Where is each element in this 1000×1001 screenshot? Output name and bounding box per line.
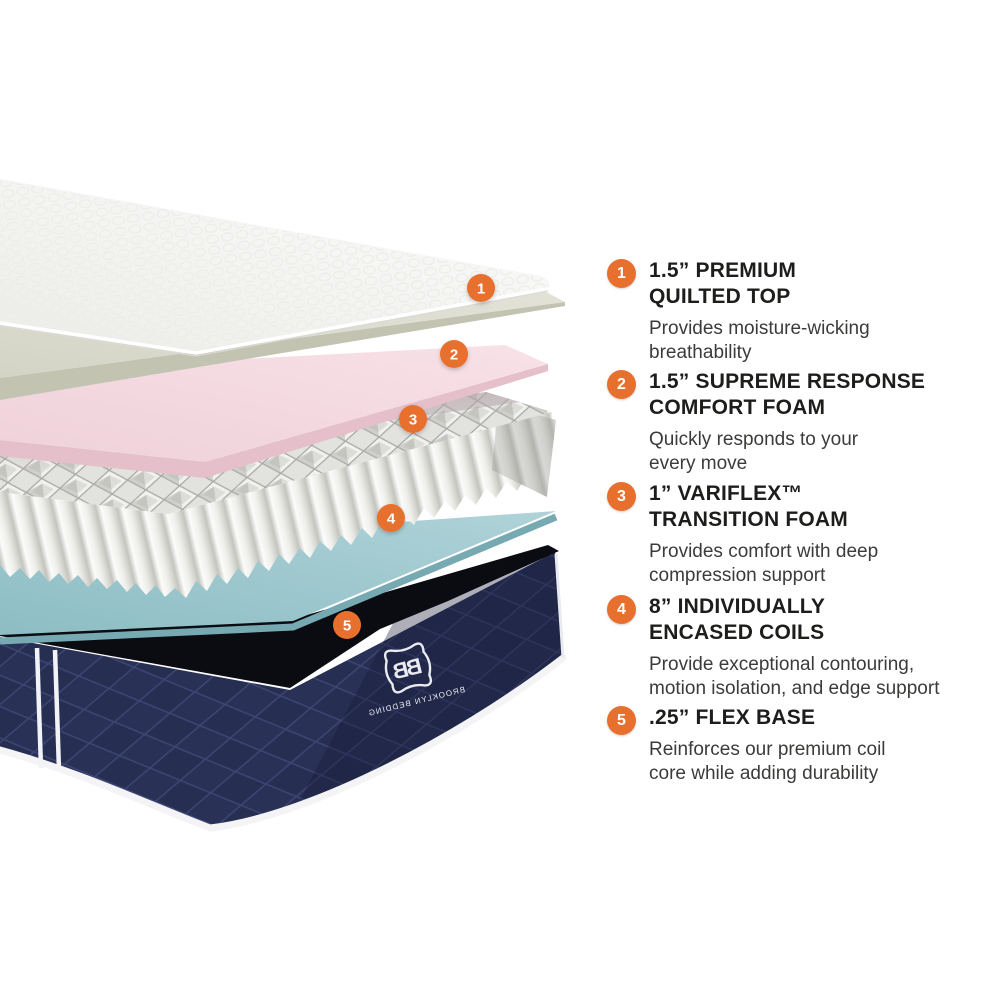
legend-badge-2: 2 xyxy=(607,370,636,399)
handle-stripe-right xyxy=(52,649,62,771)
layer-badge-4-number: 4 xyxy=(387,511,396,528)
layer-badge-5: 5 xyxy=(333,611,361,639)
illustration-badges: 1 2 3 4 5 xyxy=(333,274,495,639)
legend-description-1: Provides moisture-wicking breathability xyxy=(649,318,870,363)
layer-badge-5-number: 5 xyxy=(343,618,351,635)
legend-item-5: 5 .25” FLEX BASE Reinforces our premium … xyxy=(607,705,985,786)
mattress-bottom-piping xyxy=(0,654,567,832)
green-foam-edge xyxy=(0,302,565,400)
coil-right-face-shade xyxy=(492,404,556,497)
legend-description-3: Provides comfort with deep compression s… xyxy=(649,541,879,586)
flex-base-right-shade xyxy=(300,552,563,800)
coil-right-face-pleats xyxy=(492,404,556,497)
quilted-top-piping xyxy=(0,287,549,355)
quilted-top-layer xyxy=(0,179,550,357)
quilted-top-texture xyxy=(0,180,549,353)
quilted-top-piping-shadow xyxy=(0,290,549,357)
flex-base-layer: BB BROOKLYN BEDDING xyxy=(0,545,567,832)
handle-stripe-left xyxy=(34,647,44,769)
coil-skirt-pleats xyxy=(0,412,552,598)
legend-badge-4: 4 xyxy=(607,595,636,624)
legend-title-3: 1” VARIFLEX™ TRANSITION FOAM xyxy=(649,482,848,531)
legend-badge-1: 1 xyxy=(607,259,636,288)
flex-base-quilted-body xyxy=(0,552,563,828)
pink-foam-edge xyxy=(0,364,548,478)
layer-badge-2: 2 xyxy=(440,340,468,368)
legend-description-5: Reinforces our premium coil core while a… xyxy=(649,739,886,784)
flex-base-top-shadow xyxy=(0,545,559,688)
layer-badge-3: 3 xyxy=(399,405,427,433)
logo-shield-outline xyxy=(383,642,433,694)
layer-badge-1-number: 1 xyxy=(477,281,485,298)
legend-description-2: Quickly responds to your every move xyxy=(649,429,859,474)
handle-stripes xyxy=(34,647,62,771)
mattress-right-edge-piping xyxy=(554,553,565,659)
legend-item-3: 3 1” VARIFLEX™ TRANSITION FOAM Provides … xyxy=(607,481,985,588)
teal-sheet-edge xyxy=(0,513,558,645)
layer-badge-1: 1 xyxy=(467,274,495,302)
layer-badge-4: 4 xyxy=(377,504,405,532)
legend-title-5: .25” FLEX BASE xyxy=(649,706,816,729)
mattress-exploded-illustration: BB BROOKLYN BEDDING xyxy=(0,179,567,832)
legend-item-1: 1 1.5” PREMIUM QUILTED TOP Provides mois… xyxy=(607,258,985,365)
legend-badge-3: 3 xyxy=(607,482,636,511)
legend-title-4: 8” INDIVIDUALLY ENCASED COILS xyxy=(649,595,826,644)
legend-title-2: 1.5” SUPREME RESPONSE COMFORT FOAM xyxy=(649,370,926,419)
layer-badge-3-number: 3 xyxy=(409,412,417,429)
legend-badge-5: 5 xyxy=(607,706,636,735)
legend-title-1: 1.5” PREMIUM QUILTED TOP xyxy=(649,259,797,308)
legend-description-4: Provide exceptional contouring, motion i… xyxy=(649,654,940,699)
layer-badge-2-number: 2 xyxy=(450,347,458,364)
legend-item-2: 2 1.5” SUPREME RESPONSE COMFORT FOAM Qui… xyxy=(607,369,985,476)
legend-item-4: 4 8” INDIVIDUALLY ENCASED COILS Provide … xyxy=(607,594,985,701)
